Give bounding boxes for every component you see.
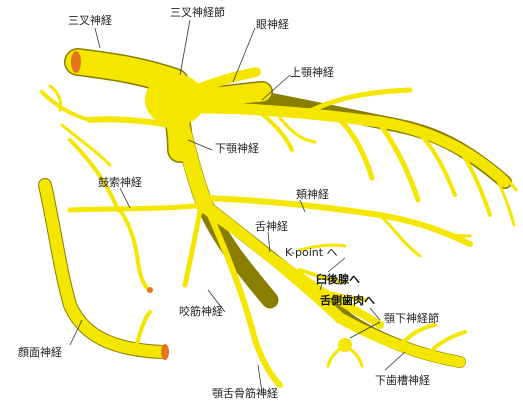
cut-end-facial: [161, 344, 169, 360]
label-chorda-tympani: 鼓索神経: [98, 175, 142, 189]
cut-end-root: [71, 51, 81, 73]
label-lingual-nerve: 舌神経: [255, 219, 288, 233]
label-mandibular-nerve: 下顎神経: [215, 141, 259, 155]
label-k-point: K-point へ: [285, 246, 338, 259]
label-submandibular-ganglion: 顎下神経節: [384, 311, 439, 325]
label-ophthalmic-nerve: 眼神経: [256, 17, 289, 31]
mandibular-trunk: [180, 120, 205, 205]
label-maxillary-nerve: 上顎神経: [290, 65, 334, 79]
label-lingual-gingiva: 舌側歯肉へ: [320, 293, 375, 307]
label-facial-nerve: 顔面神経: [18, 345, 62, 359]
label-retromolar-gland: 臼後腺へ: [316, 272, 360, 286]
chorda-tympani-branch: [70, 205, 205, 210]
label-trigeminal-ganglion: 三叉神経節: [170, 5, 225, 19]
label-trigeminal-nerve: 三叉神経: [68, 13, 112, 27]
masseteric-branch: [185, 210, 200, 285]
label-masseteric-nerve: 咬筋神経: [179, 304, 223, 318]
label-buccal-nerve: 頬神経: [296, 187, 329, 201]
label-mylohyoid-nerve: 顎舌骨筋神経: [212, 386, 278, 400]
label-inferior-alveolar-nerve: 下歯槽神経: [375, 373, 430, 387]
cut-end-small: [147, 287, 153, 293]
